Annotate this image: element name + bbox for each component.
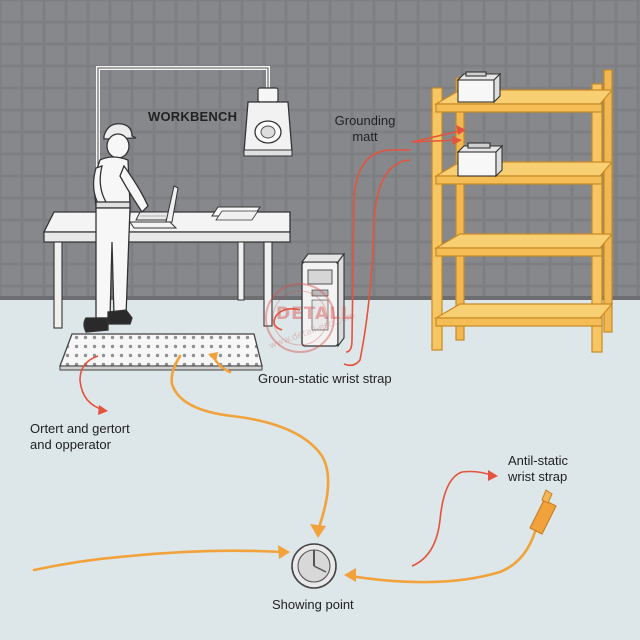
showing-point-label: Showing point: [272, 597, 354, 612]
grounding-mat-icon: [59, 333, 263, 371]
anti-static-wrist-strap-label: Antil-static wrist strap: [508, 453, 568, 485]
ground-unit-icon: [300, 252, 346, 348]
anti-static-label-line2: wrist strap: [508, 469, 568, 484]
watermark-logo-text: DETALL: [276, 304, 353, 324]
anti-static-label-line1: Antil-static: [508, 453, 568, 468]
grounding-mat-label-line1: Grounding: [334, 113, 396, 128]
grounding-mat-label: Grounding matt: [328, 113, 402, 145]
grounding-mat-label-line2: matt: [352, 129, 378, 144]
red-arrowheads: [98, 125, 498, 481]
component-box-icon: [456, 71, 502, 104]
ground-static-wrist-strap-label: Groun-static wrist strap: [258, 371, 392, 386]
operator-label: Ortert and gertort and opperator: [30, 421, 130, 453]
orange-arrowheads: [208, 352, 356, 582]
operator-label-line1: Ortert and gertort: [30, 421, 130, 436]
orange-ground-wires: [32, 354, 540, 584]
wrist-strap-plug-icon: [529, 489, 557, 535]
operator-label-line2: and opperator: [30, 437, 111, 452]
workbench-label: WORKBENCH: [148, 109, 238, 124]
ground-point-icon: [291, 543, 337, 589]
watermark-stamp: [265, 283, 335, 353]
laptop-icon: [129, 185, 179, 229]
red-ground-wires: [79, 129, 495, 567]
operator-figure: [83, 123, 149, 333]
component-box-icon: [456, 142, 504, 178]
shelf-rack-icon: [431, 69, 614, 353]
